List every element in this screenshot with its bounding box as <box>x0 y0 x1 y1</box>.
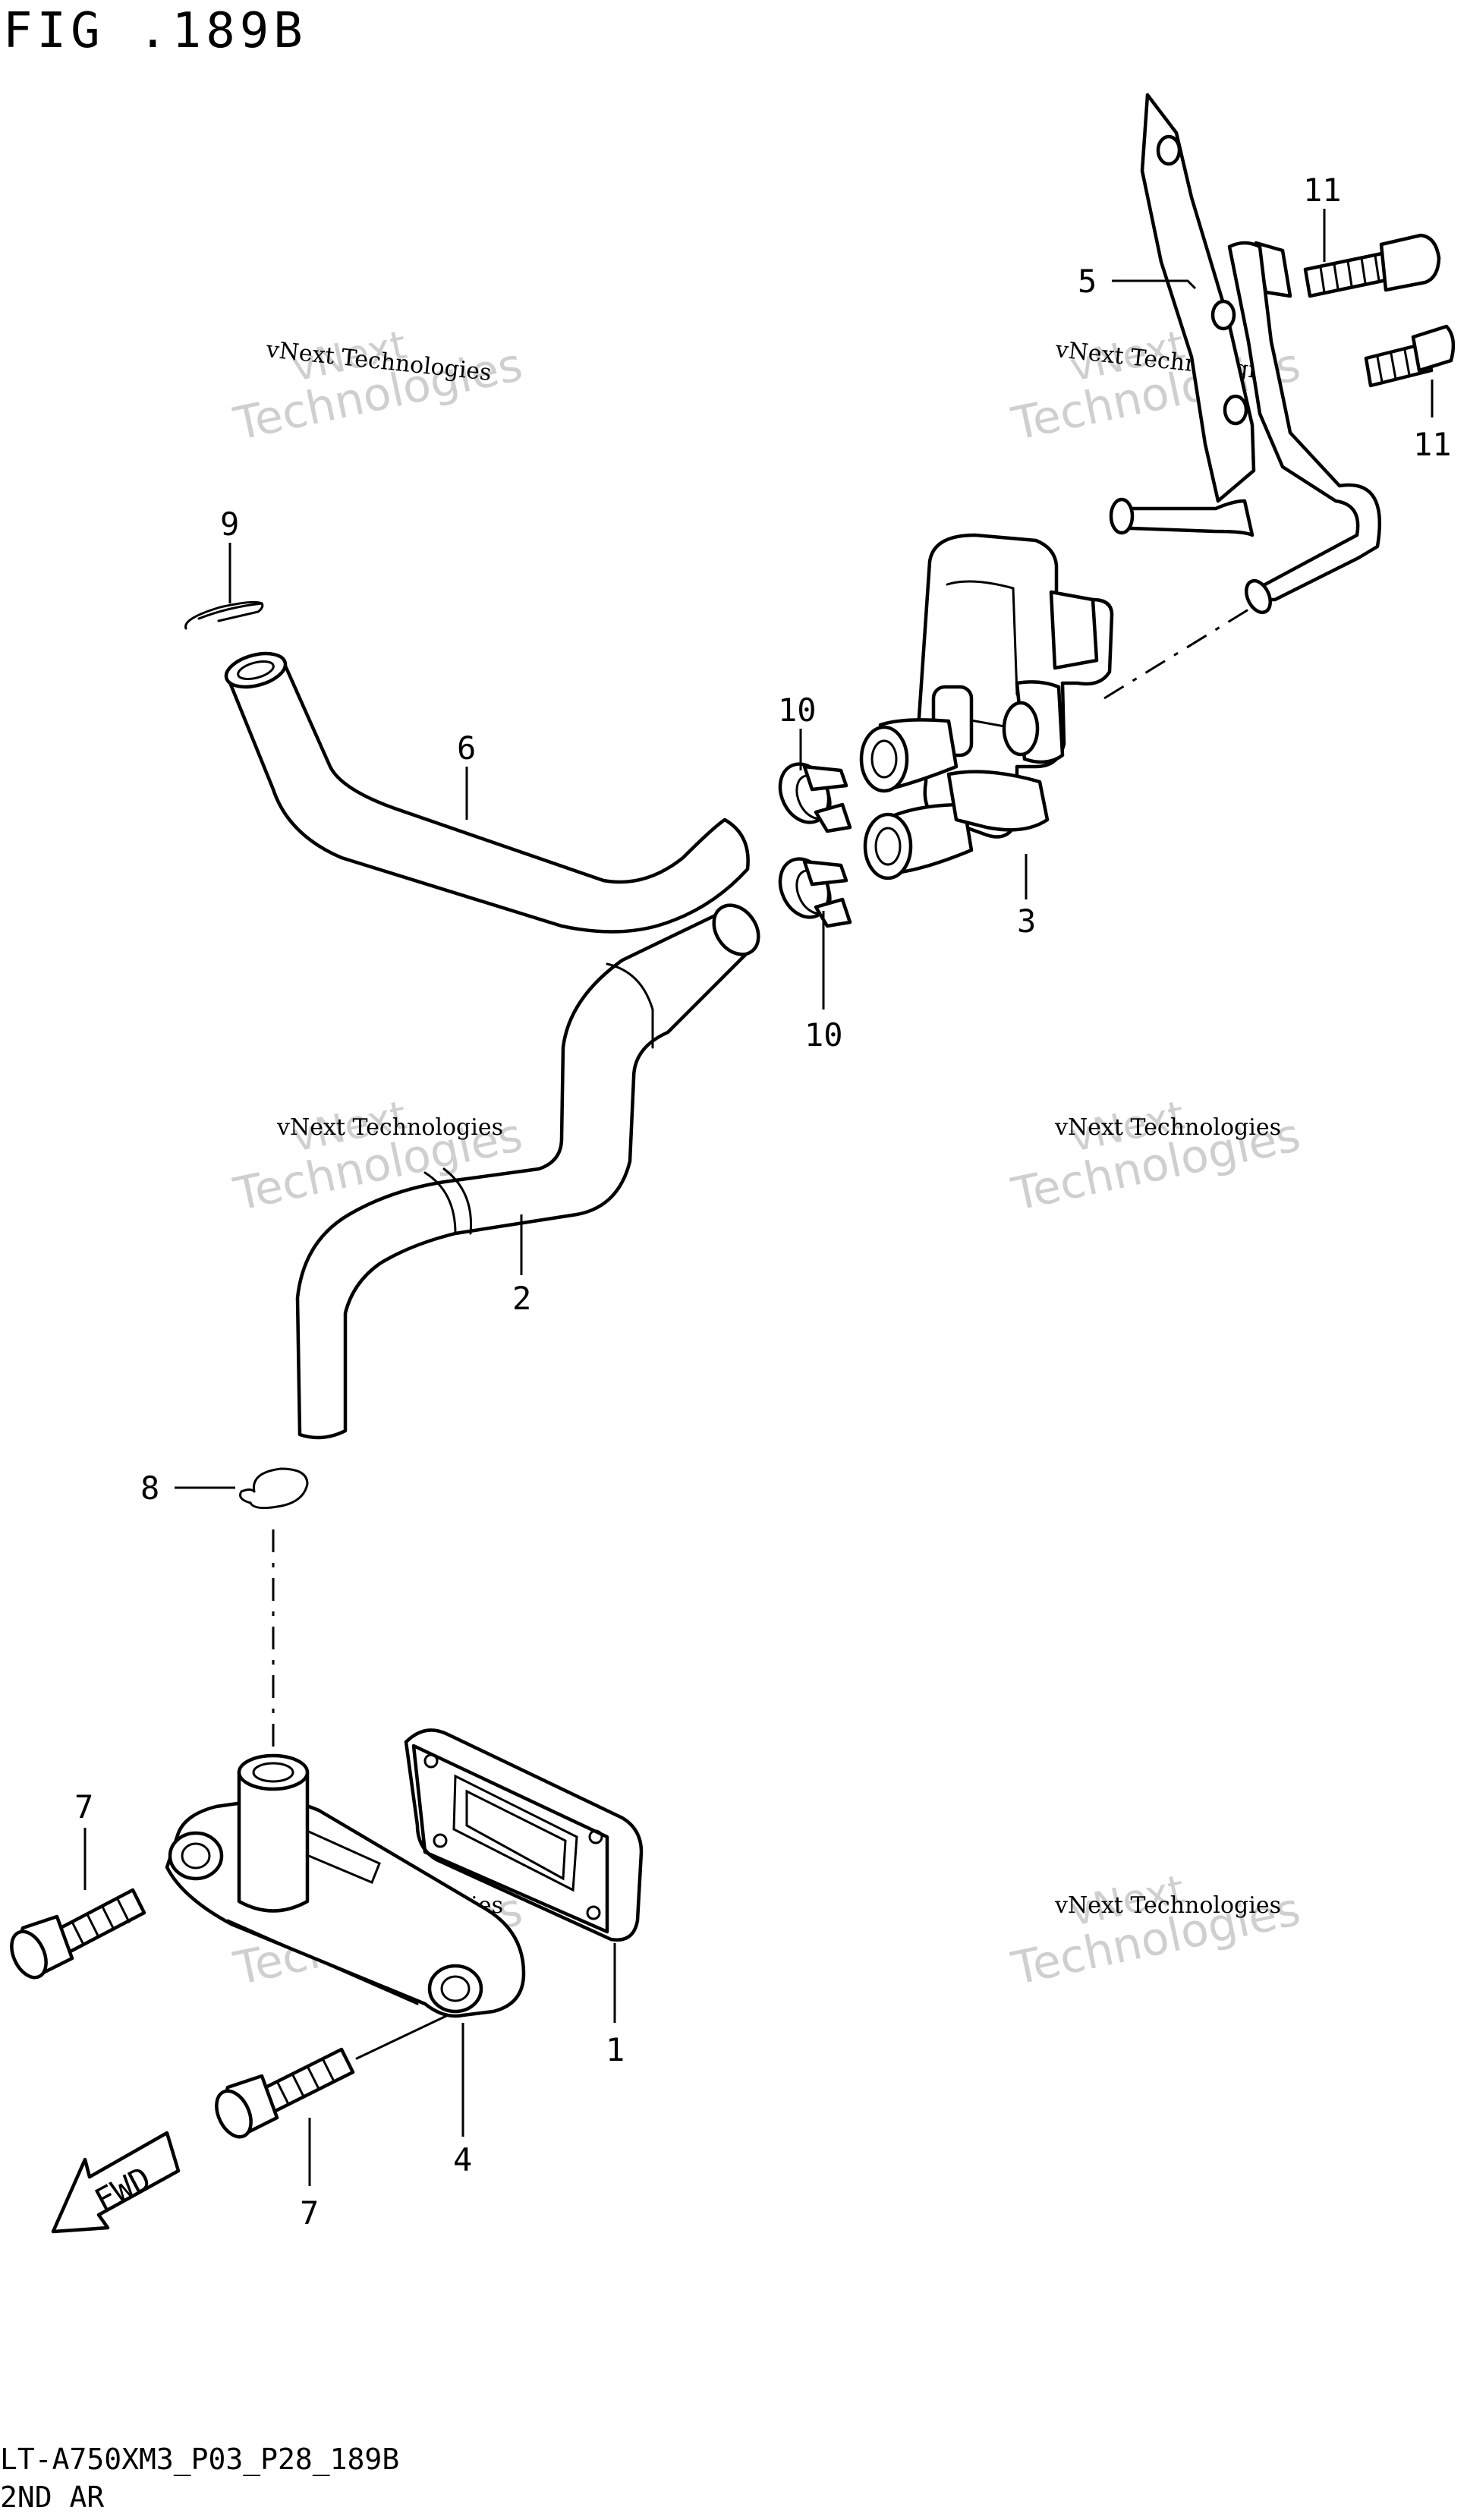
callout-7-bottom: 7 <box>300 2194 319 2232</box>
callout-3: 3 <box>1017 902 1036 940</box>
watermark-small-4: vNext Technologies <box>1054 1114 1281 1141</box>
part-7-bolt-b <box>215 2047 355 2139</box>
callout-labels: 5 11 11 9 6 10 10 3 2 8 7 7 1 4 <box>74 172 1452 2232</box>
callout-11-bottom: 11 <box>1413 426 1452 463</box>
callout-11-top: 11 <box>1303 172 1342 209</box>
callout-10-top: 10 <box>778 691 817 729</box>
callout-10-bottom: 10 <box>804 1016 843 1054</box>
callout-1: 1 <box>606 2031 625 2068</box>
part-8-clip <box>239 1467 309 1510</box>
callout-7-top: 7 <box>74 1788 93 1825</box>
section-name: 2ND AR <box>0 2481 105 2514</box>
part-10-clamp-b <box>778 857 852 928</box>
watermark-small-3: vNext Technologies <box>276 1114 503 1141</box>
part-4-pipe-flange <box>165 1753 526 2018</box>
part-5-bracket-pipe <box>1109 93 1382 615</box>
figure-title: FIG .189B <box>3 3 307 59</box>
part-1-cover <box>404 1728 644 1942</box>
watermark-small-6: vNext Technologies <box>1054 1892 1281 1919</box>
fwd-arrow-icon: FWD <box>51 2131 181 2234</box>
drawing-code: LT-A750XM3_P03_P28_189B <box>0 2443 400 2476</box>
part-11-bolt-b <box>1364 324 1456 388</box>
part-11-bolt-a <box>1303 233 1441 298</box>
assembly-line-valve-pipe <box>1103 606 1253 700</box>
callout-9: 9 <box>220 506 239 543</box>
callout-5: 5 <box>1078 263 1097 300</box>
assembly-line-bolt <box>355 2014 449 2060</box>
callout-8: 8 <box>140 1469 159 1507</box>
watermark-6: vNext Technologies <box>1007 1867 1305 1996</box>
watermark-4: vNext Technologies <box>1007 1093 1305 1222</box>
part-2-hose <box>295 903 760 1440</box>
callout-6: 6 <box>457 729 476 767</box>
part-6-hose <box>224 651 750 934</box>
watermark-group: vNext Technologies vNext Technologies vN… <box>229 323 1305 1996</box>
leader-lines <box>83 209 1434 2186</box>
part-3-valve <box>859 533 1114 880</box>
callout-2: 2 <box>512 1280 531 1317</box>
part-7-bolt-a <box>10 1888 146 1980</box>
part-9-clip <box>184 600 264 630</box>
part-10-clamp-a <box>778 762 852 833</box>
callout-4: 4 <box>453 2141 472 2178</box>
